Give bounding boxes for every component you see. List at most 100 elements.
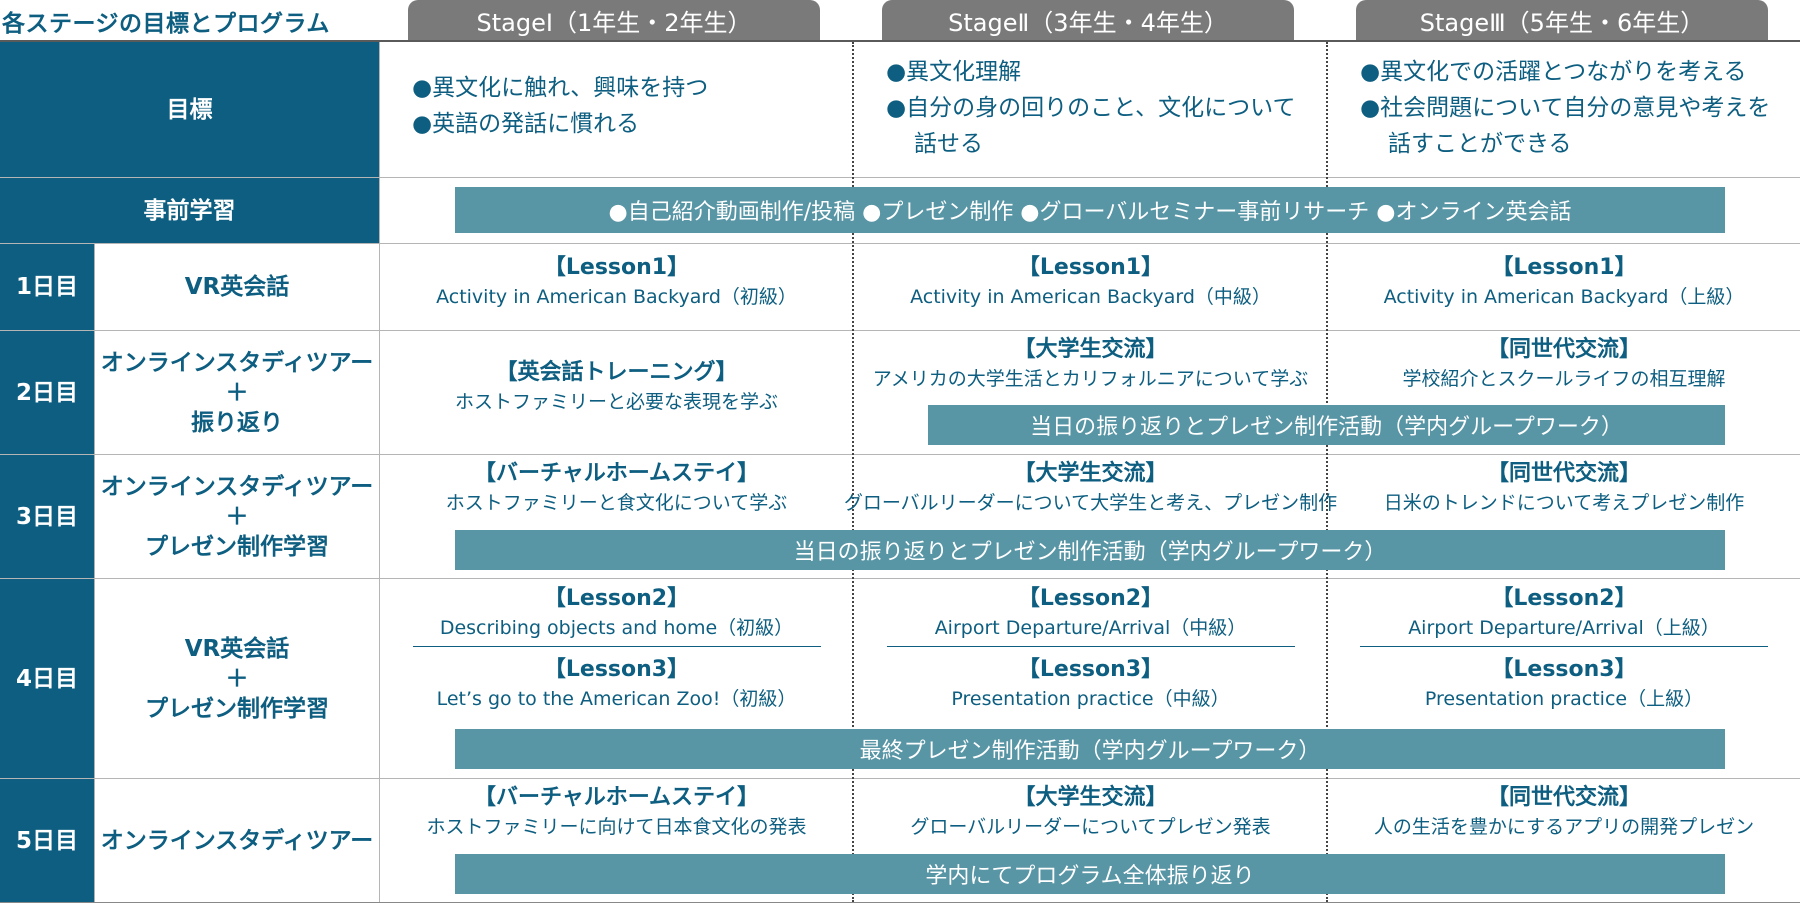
row-divider bbox=[0, 177, 1800, 178]
cell-title: 【バーチャルホームステイ】 bbox=[473, 461, 760, 486]
lesson-separator bbox=[412, 646, 821, 647]
cell-description: Describing objects and home（初級） bbox=[439, 617, 794, 639]
day3-stage2-cell: 【大学生交流】 グローバルリーダーについて大学生と考え、プレゼン制作 bbox=[844, 459, 1337, 517]
cell-description: Activity in American Backyard（初級） bbox=[436, 286, 797, 308]
cell-description: Airport Departure/Arrival（上級） bbox=[1408, 617, 1720, 639]
day-label-text: 1日目 bbox=[15, 274, 78, 300]
goals-header-label: 目標 bbox=[166, 96, 213, 123]
day4-label: 4日目 bbox=[0, 579, 94, 778]
cell-description: ホストファミリーと必要な表現を学ぶ bbox=[454, 391, 778, 413]
header-rule bbox=[0, 40, 1800, 42]
cell-description: Presentation practice（上級） bbox=[1424, 688, 1704, 710]
activity-plus: ＋ bbox=[225, 665, 249, 692]
cell-description: 人の生活を豊かにするアプリの開発プレゼン bbox=[1373, 816, 1755, 838]
goal-item: ●異文化に触れ、興味を持つ bbox=[412, 75, 709, 101]
cell-description: Presentation practice（中級） bbox=[951, 688, 1230, 710]
activity-text: プレゼン制作学習 bbox=[145, 695, 329, 722]
activity-text: VR英会話 bbox=[184, 635, 290, 662]
day4-final-bar: 最終プレゼン制作活動（学内グループワーク） bbox=[455, 729, 1725, 769]
cell-title: 【大学生交流】 bbox=[1013, 461, 1168, 486]
page-title: 各ステージの目標とプログラム bbox=[2, 11, 330, 37]
day5-stage2-cell: 【大学生交流】 グローバルリーダーについてプレゼン発表 bbox=[854, 783, 1327, 841]
activity-text: VR英会話 bbox=[184, 274, 290, 300]
day1-activity: VR英会話 bbox=[94, 244, 379, 330]
day5-stage1-cell: 【バーチャルホームステイ】 ホストファミリーに向けて日本食文化の発表 bbox=[380, 783, 853, 841]
cell-title: 【Lesson3】 bbox=[543, 657, 690, 682]
goal-item: ●英語の発話に慣れる bbox=[412, 111, 640, 137]
cell-description: アメリカの大学生活とカリフォルニアについて学ぶ bbox=[872, 368, 1309, 390]
day-label-text: 2日目 bbox=[15, 379, 78, 406]
activity-plus: ＋ bbox=[225, 379, 249, 406]
day5-label: 5日目 bbox=[0, 779, 94, 902]
day5-stage3-cell: 【同世代交流】 人の生活を豊かにするアプリの開発プレゼン bbox=[1328, 783, 1800, 841]
cell-title: 【Lesson2】 bbox=[543, 586, 690, 611]
day1-stage1-cell: 【Lesson1】 Activity in American Backyard（… bbox=[380, 253, 853, 311]
day3-label: 3日目 bbox=[0, 455, 94, 578]
cell-title: 【英会話トレーニング】 bbox=[495, 360, 738, 385]
day4-activity: VR英会話 ＋ プレゼン制作学習 bbox=[94, 579, 379, 778]
day5-review-bar: 学内にてプログラム全体振り返り bbox=[455, 854, 1725, 894]
goals-header: 目標 bbox=[0, 42, 379, 177]
day-label-text: 4日目 bbox=[15, 665, 78, 692]
day1-stage3-cell: 【Lesson1】 Activity in American Backyard（… bbox=[1328, 253, 1800, 311]
row-divider bbox=[0, 330, 1800, 331]
cell-title: 【Lesson3】 bbox=[1491, 657, 1637, 682]
day1-label: 1日目 bbox=[0, 244, 94, 330]
cell-title: 【大学生交流】 bbox=[1013, 337, 1168, 362]
row-divider bbox=[0, 243, 1800, 244]
cell-title: 【Lesson1】 bbox=[1017, 255, 1164, 280]
pre-study-bar: ●自己紹介動画制作/投稿 ●プレゼン制作 ●グローバルセミナー事前リサーチ ●オ… bbox=[455, 187, 1725, 233]
day2-stage1-cell: 【英会話トレーニング】 ホストファミリーと必要な表現を学ぶ bbox=[380, 358, 853, 416]
day2-review-bar: 当日の振り返りとプレゼン制作活動（学内グループワーク） bbox=[928, 405, 1725, 445]
table-bottom-rule bbox=[0, 902, 1800, 903]
cell-description: グローバルリーダーについて大学生と考え、プレゼン制作 bbox=[843, 492, 1338, 514]
cell-title: 【Lesson3】 bbox=[1017, 657, 1164, 682]
day4-stage2-cell: 【Lesson2】 Airport Departure/Arrival（中級） … bbox=[854, 584, 1327, 713]
cell-description: 日米のトレンドについて考えプレゼン制作 bbox=[1383, 492, 1745, 514]
goal-item: ●異文化理解 bbox=[886, 59, 1022, 85]
cell-description: グローバルリーダーについてプレゼン発表 bbox=[910, 816, 1271, 838]
activity-text: オンラインスタディツアー bbox=[100, 827, 374, 854]
cell-description: ホストファミリーに向けて日本食文化の発表 bbox=[426, 816, 807, 838]
day2-stage2-cell: 【大学生交流】 アメリカの大学生活とカリフォルニアについて学ぶ bbox=[854, 335, 1327, 393]
cell-description: 学校紹介とスクールライフの相互理解 bbox=[1402, 368, 1726, 390]
day3-stage1-cell: 【バーチャルホームステイ】 ホストファミリーと食文化について学ぶ bbox=[380, 459, 853, 517]
row-divider bbox=[0, 454, 1800, 455]
day2-activity: オンラインスタディツアー ＋ 振り返り bbox=[94, 331, 379, 454]
day2-stage3-cell: 【同世代交流】 学校紹介とスクールライフの相互理解 bbox=[1328, 335, 1800, 393]
activity-text: オンラインスタディツアー bbox=[100, 473, 374, 500]
goals-stage1: ●異文化に触れ、興味を持つ ●英語の発話に慣れる bbox=[412, 70, 832, 142]
stage-divider bbox=[852, 42, 854, 902]
cell-description: Airport Departure/Arrival（中級） bbox=[934, 617, 1247, 639]
cell-title: 【Lesson1】 bbox=[543, 255, 690, 280]
day4-stage1-cell: 【Lesson2】 Describing objects and home（初級… bbox=[380, 584, 853, 713]
cell-title: 【Lesson2】 bbox=[1017, 586, 1164, 611]
goal-item: ●自分の身の回りのこと、文化について話せる bbox=[886, 95, 1296, 157]
row-divider bbox=[0, 578, 1800, 579]
pre-study-header-label: 事前学習 bbox=[143, 197, 236, 224]
activity-text: 振り返り bbox=[191, 409, 283, 436]
cell-title: 【バーチャルホームステイ】 bbox=[473, 785, 760, 810]
stage3-tab: StageⅢ（5年生・6年生） bbox=[1356, 0, 1768, 40]
activity-text: オンラインスタディツアー bbox=[100, 349, 374, 376]
activity-plus: ＋ bbox=[225, 503, 249, 530]
pre-study-header: 事前学習 bbox=[0, 178, 379, 243]
label-column-border bbox=[379, 42, 380, 902]
day-label-text: 3日目 bbox=[15, 503, 78, 530]
cell-title: 【同世代交流】 bbox=[1486, 337, 1641, 362]
day5-activity: オンラインスタディツアー bbox=[94, 779, 379, 902]
stage2-tab: StageⅡ（3年生・4年生） bbox=[882, 0, 1294, 40]
goal-item: ●社会問題について自分の意見や考えを話すことができる bbox=[1360, 95, 1771, 157]
activity-text: プレゼン制作学習 bbox=[145, 533, 329, 560]
cell-description: Activity in American Backyard（中級） bbox=[910, 286, 1271, 308]
cell-description: Let’s go to the American Zoo!（初級） bbox=[436, 688, 797, 710]
cell-description: Activity in American Backyard（上級） bbox=[1383, 286, 1745, 308]
lesson-separator bbox=[886, 646, 1295, 647]
goals-stage2: ●異文化理解 ●自分の身の回りのこと、文化について話せる bbox=[886, 54, 1316, 162]
cell-title: 【Lesson1】 bbox=[1491, 255, 1637, 280]
cell-title: 【Lesson2】 bbox=[1491, 586, 1637, 611]
day2-label: 2日目 bbox=[0, 331, 94, 454]
cell-title: 【大学生交流】 bbox=[1013, 785, 1168, 810]
stage-divider bbox=[1326, 42, 1328, 902]
cell-description: ホストファミリーと食文化について学ぶ bbox=[445, 492, 788, 514]
